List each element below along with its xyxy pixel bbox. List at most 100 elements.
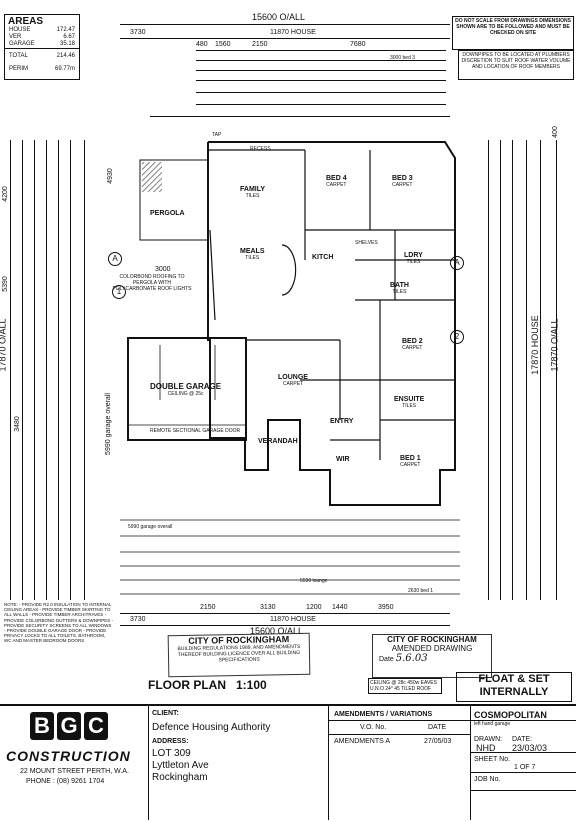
ceiling-eaves-note: CEILING @ 28c 450w EAVES U.N.O 24° 45 TI… xyxy=(368,678,442,694)
dim-line xyxy=(84,140,85,600)
room-kitchen: KITCH xyxy=(312,254,334,261)
address-lot: LOT 309 xyxy=(152,748,191,759)
downpipes-notice: DOWNPIPES TO BE LOCATED AT PLUMBERS DISC… xyxy=(458,50,574,80)
company-phone: PHONE : (08) 9261 1704 xyxy=(26,778,105,785)
left-3000: 3000 xyxy=(155,266,171,273)
dim-line xyxy=(196,50,446,51)
tdate-label: DATE: xyxy=(512,736,533,743)
design-name: COSMOPOLITAN xyxy=(474,710,547,720)
title-divider xyxy=(470,790,576,791)
grid-marker-a-left: A xyxy=(108,252,122,266)
areas-title: AREAS xyxy=(8,16,44,27)
room-entry: ENTRY xyxy=(330,418,354,425)
tdate-value: 23/03/03 xyxy=(512,743,548,753)
grid-marker-a-right: A xyxy=(450,256,464,270)
construction-notes: NOTE: - PROVIDE R2.0 INSULATION TO INTER… xyxy=(4,602,114,644)
drawn-value: NHD xyxy=(476,743,496,753)
overall-top-dim: 15600 O/ALL xyxy=(252,12,306,22)
sheet-value: 1 OF 7 xyxy=(514,764,536,771)
city-building-licence-stamp: CITY OF ROCKINGHAM BUILDING REGULATIONS … xyxy=(167,632,311,678)
tap-label: TAP xyxy=(212,132,222,138)
bottom-dim-3950: 3950 xyxy=(378,604,394,611)
house-outer-wall xyxy=(207,141,456,506)
garage-walls xyxy=(127,337,247,441)
bed1-dim: 2630 bed 1 xyxy=(408,588,434,594)
dim-line xyxy=(512,140,513,600)
grid-marker-2-right: 2 xyxy=(450,330,464,344)
dim-line xyxy=(196,60,446,61)
bottom-dim-1200: 1200 xyxy=(306,604,322,611)
bottom-dim-1440: 1440 xyxy=(332,604,348,611)
amendment-a-date: 27/05/03 xyxy=(424,738,452,745)
float-set-notice: FLOAT & SET INTERNALLY xyxy=(456,672,572,702)
title-divider xyxy=(148,706,149,820)
title-block xyxy=(0,704,576,822)
bottom-house-dim: 11870 HOUSE xyxy=(270,616,316,623)
bed3-dim: 3000 bed 3 xyxy=(390,55,416,61)
dim-row1-c: 2150 xyxy=(252,41,268,48)
title-divider xyxy=(328,734,470,735)
dim-line xyxy=(196,92,446,93)
lounge-dim: 5590 lounge xyxy=(300,578,328,584)
dim-row1-d: 7680 xyxy=(350,41,366,48)
dim-line xyxy=(540,140,541,600)
garage-door-note: REMOTE SECTIONAL GARAGE DOOR xyxy=(150,428,241,434)
dim-line xyxy=(46,140,47,600)
dim-line xyxy=(556,140,557,600)
room-pergola: PERGOLA xyxy=(150,210,185,217)
bottom-dim-3730: 3730 xyxy=(130,616,146,623)
garage-overall-bottom: 5990 garage overall xyxy=(128,524,173,530)
dim-line xyxy=(488,140,489,600)
title-divider xyxy=(470,772,576,773)
dim-line xyxy=(196,104,446,105)
room-verandah: VERANDAH xyxy=(258,438,298,445)
shelves-label: SHELVES xyxy=(355,240,378,246)
client-label: CLIENT: xyxy=(152,710,179,717)
drawn-label: DRAWN: xyxy=(474,736,503,743)
sheet-label: SHEET No. xyxy=(474,756,511,763)
title-divider xyxy=(328,706,329,820)
dim-line xyxy=(120,625,450,626)
dim-line xyxy=(58,140,59,600)
pergola-note: COLORBOND ROOFING TO PERGOLA WITH POLYCA… xyxy=(112,274,192,292)
address-suburb: Rockingham xyxy=(152,772,208,783)
dim-3730-top: 3730 xyxy=(130,29,146,36)
floor-plan-drawing xyxy=(120,141,460,595)
dim-line xyxy=(500,140,501,600)
city-amended-drawing-stamp: CITY OF ROCKINGHAM AMENDED DRAWING Date … xyxy=(372,634,492,678)
amendments-label: AMENDMENTS / VARIATIONS xyxy=(334,711,433,718)
dim-line xyxy=(22,140,23,600)
vo-label: V.O. No. xyxy=(360,724,387,731)
house-top-dim: 11870 HOUSE xyxy=(270,29,316,36)
dim-line xyxy=(196,70,446,71)
pergola-hatch xyxy=(142,162,162,192)
company-name: CONSTRUCTION xyxy=(6,748,131,764)
grid-marker-1-left: 1 xyxy=(112,285,126,299)
room-wir: WIR xyxy=(336,456,350,463)
bottom-overall-dim: 15600 O/ALL xyxy=(250,626,304,636)
job-label: JOB No. xyxy=(474,776,501,783)
client-name: Defence Housing Authority xyxy=(152,722,271,733)
dim-line xyxy=(150,116,450,117)
dim-line xyxy=(196,80,446,81)
company-address: 22 MOUNT STREET PERTH, W.A. xyxy=(20,768,129,775)
dim-line xyxy=(120,613,450,614)
address-street: Lyttleton Ave xyxy=(152,760,209,771)
dim-line xyxy=(120,24,450,25)
recess-label: RECESS xyxy=(250,146,271,152)
